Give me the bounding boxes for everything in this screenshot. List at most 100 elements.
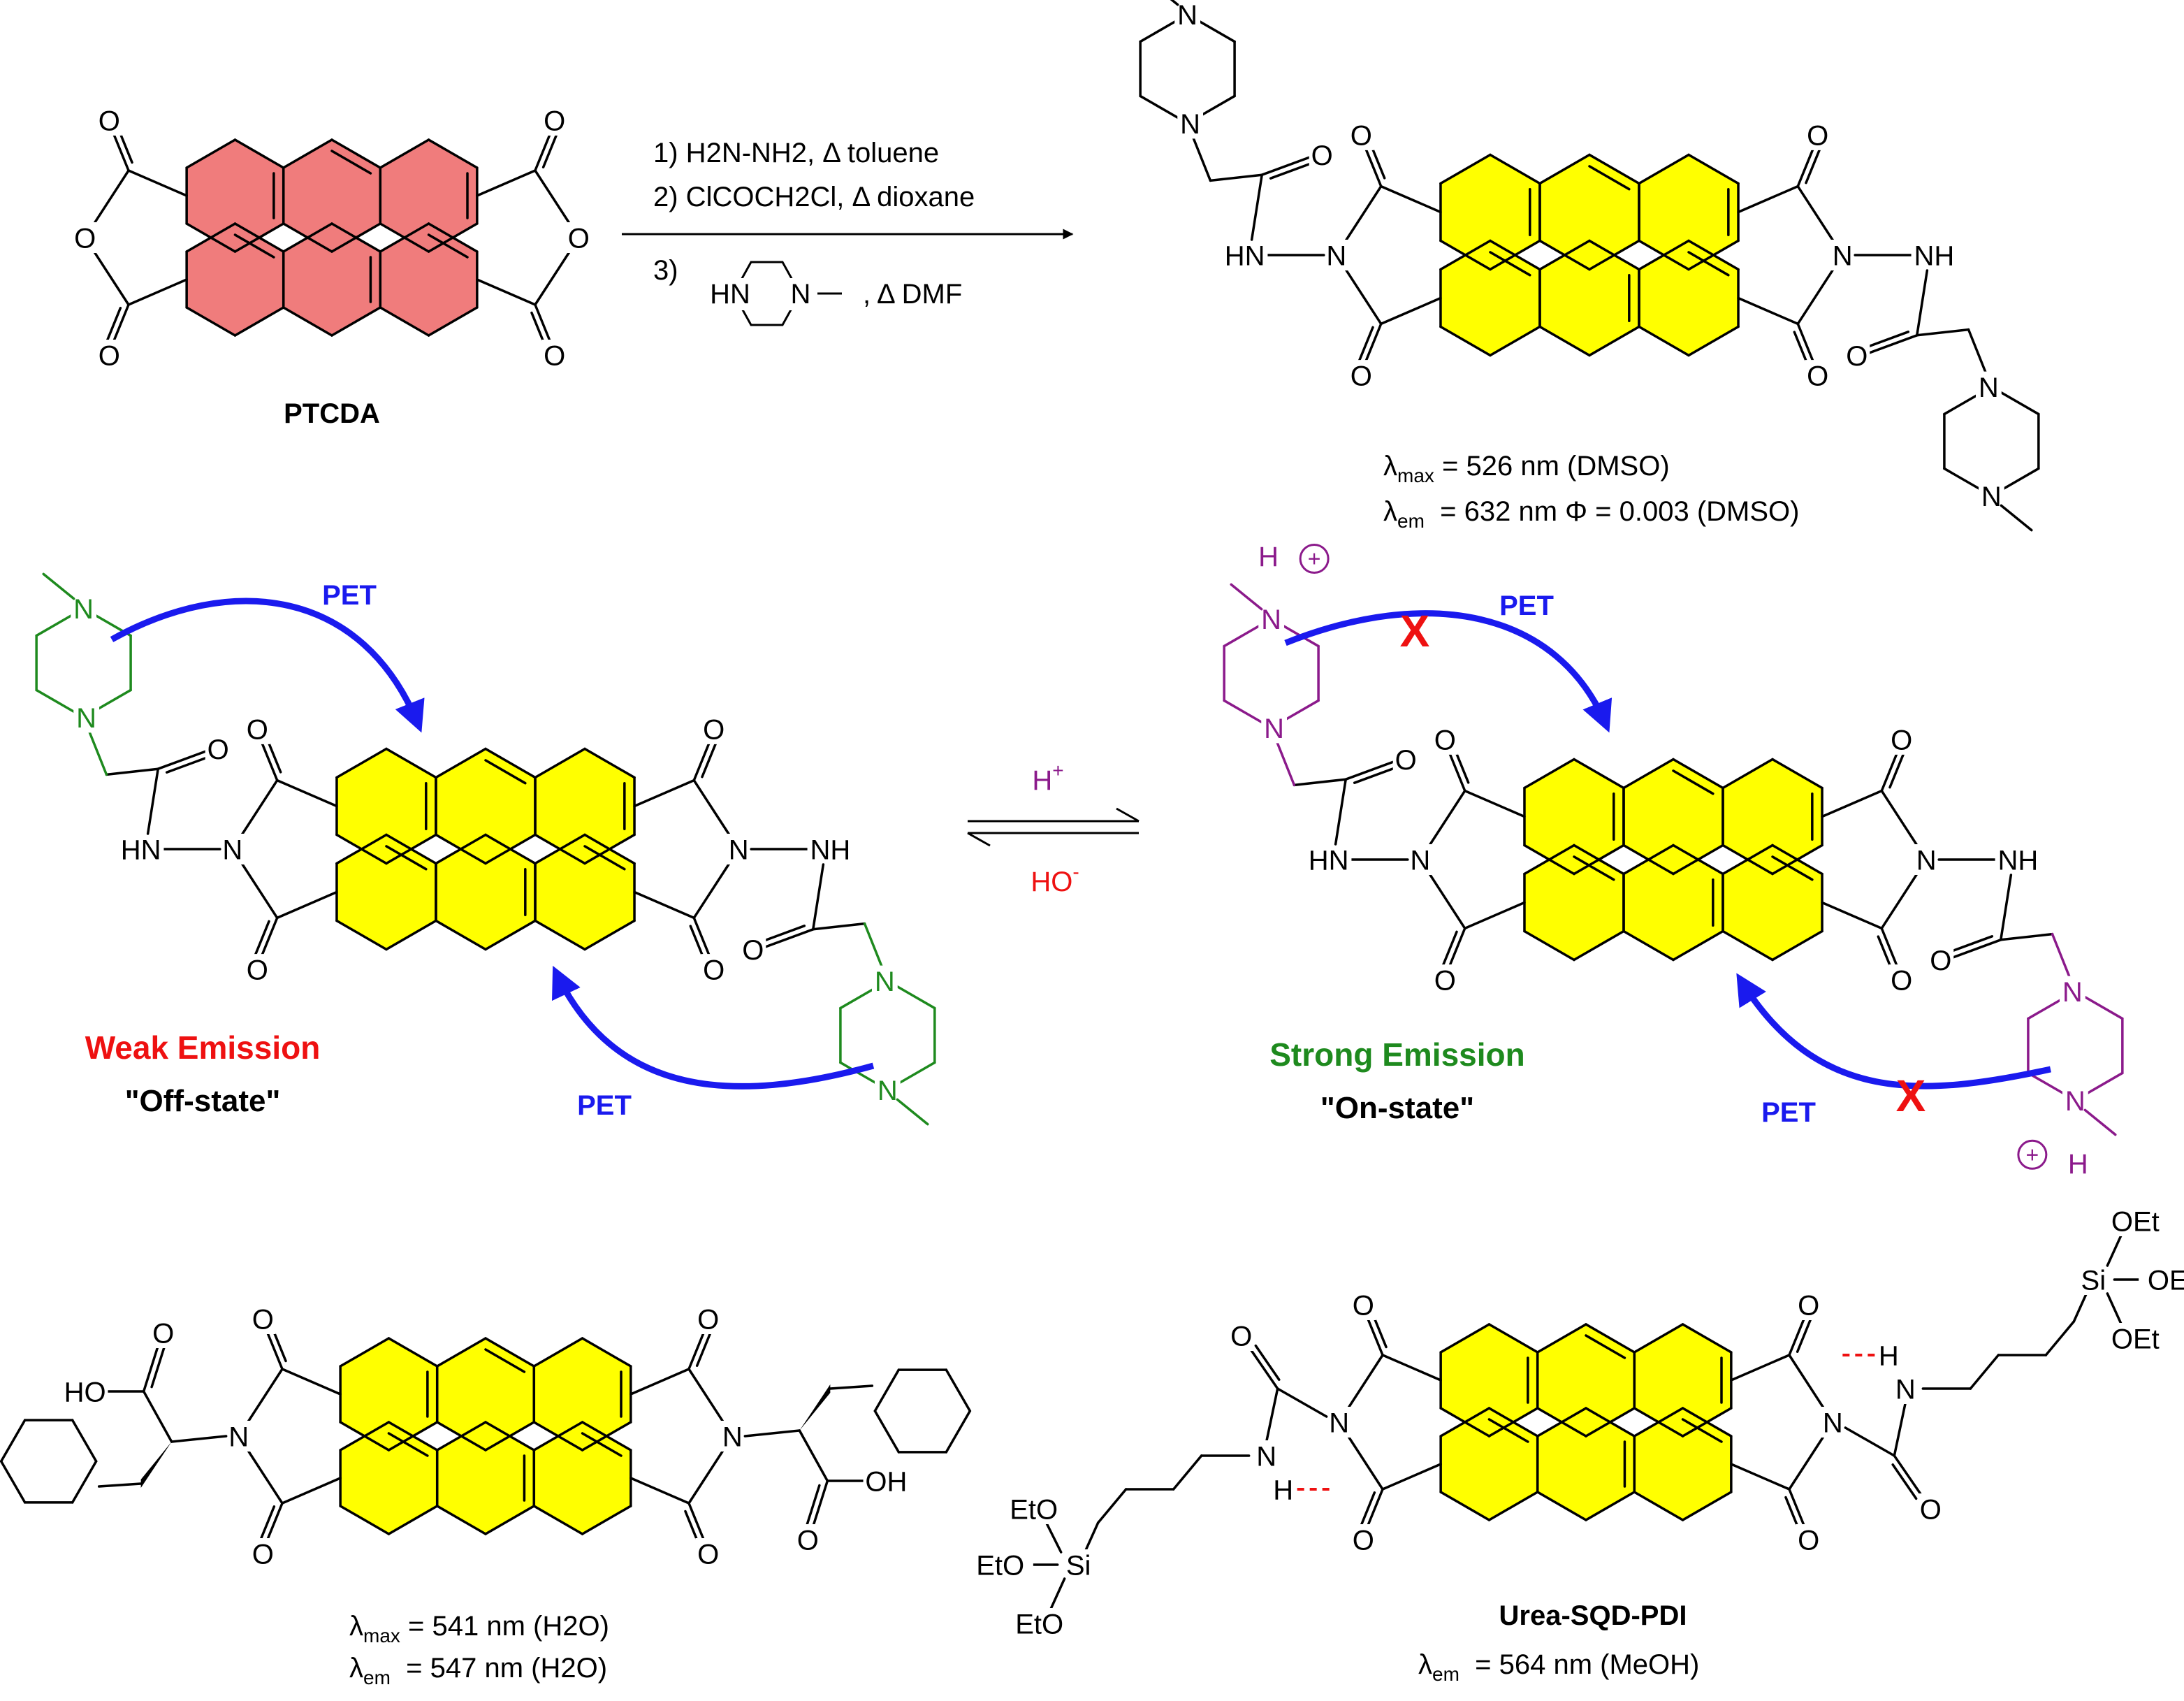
- svg-text:O: O: [1798, 1290, 1819, 1321]
- svg-text:HN: HN: [710, 279, 750, 310]
- weak-emission-title: Weak Emission: [85, 1029, 321, 1066]
- svg-text:N: N: [1895, 1374, 1916, 1405]
- svg-text:O: O: [208, 734, 229, 765]
- svg-text:O: O: [1920, 1494, 1942, 1525]
- svg-text:EtO: EtO: [1010, 1494, 1058, 1525]
- svg-text:N: N: [1916, 845, 1937, 876]
- svg-text:N: N: [1261, 605, 1281, 635]
- svg-text:N: N: [878, 1076, 898, 1106]
- off-state-caption: "Off-state": [125, 1084, 281, 1118]
- svg-text:O: O: [1891, 725, 1912, 755]
- svg-text:O: O: [1891, 966, 1912, 997]
- acid-base-equilibrium: H+ HO-: [967, 760, 1140, 897]
- svg-text:N: N: [875, 967, 895, 997]
- svg-text:N: N: [1180, 109, 1200, 140]
- svg-text:O: O: [1311, 140, 1333, 171]
- urea-pdi-name: Urea-SQD-PDI: [1499, 1600, 1687, 1631]
- svg-text:O: O: [1846, 341, 1868, 372]
- phe-pdi-emission: λem = 547 nm (H2O): [349, 1653, 607, 1688]
- svg-text:HN: HN: [1309, 845, 1349, 876]
- svg-text:O: O: [1353, 1290, 1374, 1321]
- svg-text:O: O: [99, 340, 120, 371]
- svg-text:O: O: [247, 714, 268, 745]
- methylpiperazine-reagent: HN N: [707, 261, 842, 326]
- svg-text:O: O: [797, 1525, 819, 1556]
- svg-text:O: O: [1930, 946, 1951, 976]
- blocked-mark-on-top: X: [1400, 606, 1430, 656]
- pet-arrow-off-bottom: [552, 965, 875, 1090]
- svg-text:HO: HO: [64, 1377, 106, 1407]
- svg-text:H: H: [1879, 1340, 1899, 1371]
- svg-text:O: O: [252, 1304, 274, 1335]
- svg-text:O: O: [544, 340, 565, 371]
- svg-text:H: H: [1258, 542, 1279, 572]
- on-state-caption: "On-state": [1320, 1091, 1474, 1125]
- phe-pdi-photophysics: λmax = 541 nm (H2O) λem = 547 nm (H2O): [349, 1611, 609, 1688]
- svg-text:N: N: [76, 703, 96, 734]
- svg-text:N: N: [722, 1421, 743, 1452]
- urea-pdi-emission: λem = 564 nm (MeOH): [1418, 1649, 1699, 1685]
- svg-text:O: O: [1434, 966, 1456, 997]
- svg-text:OEt: OEt: [2111, 1206, 2160, 1237]
- svg-text:HN: HN: [121, 834, 161, 865]
- svg-text:NH: NH: [1997, 845, 2038, 876]
- ptcda-label: PTCDA: [284, 398, 380, 429]
- urea-sqd-pdi-structure: OONOONONHSiEtOEtOEtOONHSiOEtOEtOEt: [967, 1206, 2184, 1640]
- svg-text:N: N: [1177, 0, 1197, 31]
- condition-step2: 2) ClCOCH2Cl, Δ dioxane: [653, 182, 975, 212]
- svg-text:N: N: [73, 594, 94, 625]
- svg-text:N: N: [2065, 1086, 2085, 1117]
- pet-arrow-off-top: [110, 598, 425, 733]
- condition-step3-suffix: , Δ DMF: [863, 279, 962, 310]
- svg-text:O: O: [1230, 1321, 1252, 1352]
- svg-text:NH: NH: [1914, 240, 1954, 271]
- svg-text:HN: HN: [1225, 240, 1265, 271]
- pet-label-on-bottom: PET: [1761, 1097, 1816, 1128]
- svg-text:N: N: [1981, 482, 2002, 512]
- reaction-conditions: 1) H2N-NH2, Δ toluene 2) ClCOCH2Cl, Δ di…: [622, 138, 1074, 326]
- blocked-mark-on-bottom: X: [1896, 1071, 1926, 1121]
- svg-text:O: O: [74, 223, 96, 254]
- product-emission: λem = 632 nm Φ = 0.003 (DMSO): [1383, 496, 1800, 532]
- pet-arrow-on-top: [1284, 610, 1612, 733]
- svg-text:N: N: [1264, 714, 1284, 744]
- svg-text:OEt: OEt: [2111, 1324, 2160, 1354]
- svg-text:EtO: EtO: [976, 1550, 1024, 1581]
- svg-text:O: O: [703, 955, 725, 986]
- on-state-labels: Strong Emission "On-state": [1269, 1036, 1524, 1125]
- svg-text:N: N: [1256, 1441, 1276, 1472]
- svg-text:H: H: [2068, 1149, 2088, 1180]
- svg-text:O: O: [697, 1304, 719, 1335]
- svg-text:O: O: [703, 714, 725, 745]
- product-absorption: λmax = 526 nm (DMSO): [1383, 451, 1670, 486]
- svg-text:N: N: [1823, 1407, 1843, 1438]
- svg-text:O: O: [697, 1539, 719, 1570]
- svg-text:N: N: [1329, 1407, 1349, 1438]
- svg-text:O: O: [1798, 1525, 1819, 1556]
- svg-text:N: N: [1833, 240, 1853, 271]
- svg-text:O: O: [1351, 120, 1372, 151]
- svg-text:+: +: [1308, 547, 1321, 572]
- pet-label-on-top: PET: [1499, 591, 1554, 621]
- svg-text:N: N: [222, 834, 242, 865]
- base-label: HO-: [1031, 861, 1079, 897]
- svg-text:O: O: [1351, 361, 1372, 392]
- strong-emission-title: Strong Emission: [1269, 1036, 1524, 1073]
- product-photophysics: λmax = 526 nm (DMSO) λem = 632 nm Φ = 0.…: [1383, 451, 1800, 532]
- pet-arrows: PET PET PET X PET X: [110, 580, 2051, 1128]
- svg-text:Si: Si: [1066, 1550, 1091, 1581]
- phe-pdi-absorption: λmax = 541 nm (H2O): [349, 1611, 609, 1646]
- svg-text:OEt: OEt: [2148, 1265, 2184, 1296]
- svg-text:EtO: EtO: [1015, 1609, 1063, 1640]
- condition-step1: 1) H2N-NH2, Δ toluene: [653, 138, 939, 168]
- condition-step3-prefix: 3): [653, 255, 678, 286]
- svg-text:N: N: [1979, 372, 1999, 403]
- pet-label-off-top: PET: [322, 580, 377, 611]
- svg-text:O: O: [1434, 725, 1456, 755]
- svg-text:O: O: [1807, 120, 1828, 151]
